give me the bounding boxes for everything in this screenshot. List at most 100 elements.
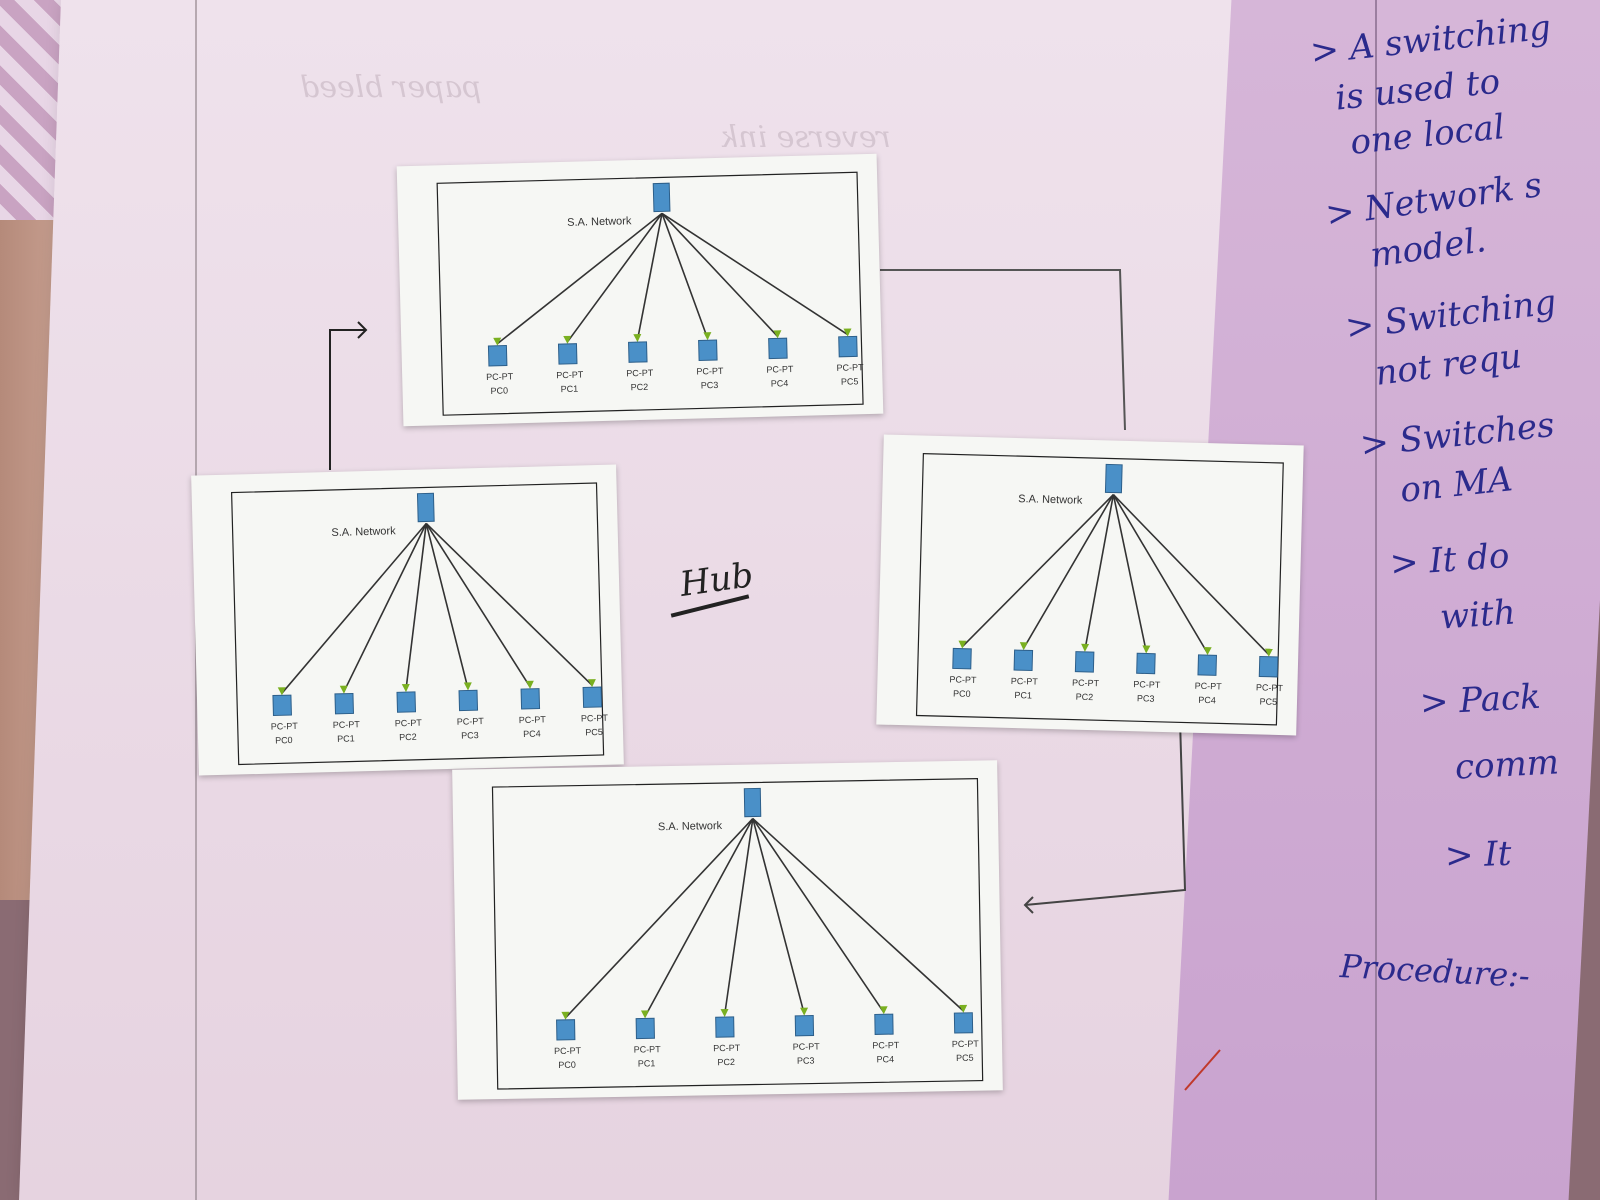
pc-type-label: PC-PT	[1195, 681, 1223, 692]
link-status-icon	[640, 1010, 649, 1019]
pc-name-label: PC3	[701, 380, 719, 390]
pc-icon	[794, 1015, 815, 1037]
link-status-icon	[773, 330, 782, 339]
network-diagram: S.A. NetworkPC-PTPC0PC-PTPC1PC-PTPC2PC-P…	[491, 778, 984, 1090]
link-cable	[564, 817, 754, 1019]
link-cable	[425, 523, 531, 688]
link-cable	[723, 818, 754, 1016]
link-status-icon	[463, 682, 472, 691]
link-status-icon	[800, 1007, 809, 1016]
pc-icon	[458, 689, 479, 712]
pc-icon	[582, 686, 603, 708]
link-cable	[661, 213, 709, 339]
pc-icon	[952, 647, 972, 670]
pc-name-label: PC5	[1259, 696, 1277, 706]
link-cable	[1112, 494, 1148, 652]
pc-name-label: PC2	[399, 732, 417, 742]
pc-icon	[874, 1013, 894, 1035]
diagram-frame	[230, 482, 605, 766]
pc-icon	[334, 692, 354, 715]
pc-type-label: PC-PT	[1011, 676, 1039, 687]
pc-name-label: PC5	[841, 376, 859, 386]
link-cable	[1022, 494, 1115, 649]
link-cable	[1112, 494, 1209, 654]
link-status-icon	[879, 1006, 888, 1015]
link-status-icon	[1142, 645, 1151, 654]
pc-icon	[396, 691, 417, 713]
pc-name-label: PC0	[953, 688, 971, 698]
network-label: S.A. Network	[658, 820, 723, 833]
link-status-icon	[1203, 646, 1212, 656]
arrow-icon	[1023, 896, 1034, 914]
pc-type-label: PC-PT	[793, 1041, 821, 1051]
pc-type-label: PC-PT	[836, 362, 864, 373]
link-cable	[661, 212, 849, 336]
arrow-icon	[880, 269, 1126, 431]
pc-type-label: PC-PT	[949, 674, 977, 685]
pc-icon	[1074, 651, 1095, 673]
network-diagram: S.A. NetworkPC-PTPC0PC-PTPC1PC-PTPC2PC-P…	[230, 482, 609, 766]
pc-name-label: PC3	[1137, 693, 1155, 703]
link-cable	[405, 523, 428, 691]
pc-type-label: PC-PT	[333, 719, 361, 730]
note-line: > Pack	[1419, 676, 1542, 724]
pc-name-label: PC0	[558, 1060, 576, 1070]
link-status-icon	[339, 685, 348, 694]
link-status-icon	[1264, 648, 1273, 657]
link-status-icon	[401, 683, 410, 693]
pc-icon	[768, 337, 788, 360]
pc-icon	[715, 1016, 735, 1038]
switch-icon	[416, 492, 435, 523]
pc-name-label: PC1	[1014, 690, 1032, 700]
pc-icon	[698, 339, 718, 361]
pc-type-label: PC-PT	[519, 714, 547, 725]
pc-name-label: PC3	[797, 1056, 815, 1066]
right-page-margin-line	[1375, 0, 1377, 1200]
pc-type-label: PC-PT	[271, 721, 299, 732]
switch-icon	[743, 787, 762, 818]
pc-icon	[838, 335, 858, 358]
pc-icon	[556, 1019, 576, 1041]
link-cable	[1084, 494, 1115, 651]
link-status-icon	[561, 1011, 570, 1020]
pc-name-label: PC2	[631, 382, 649, 392]
link-cable	[281, 522, 427, 694]
pc-name-label: PC5	[956, 1053, 974, 1063]
link-cable	[566, 212, 663, 343]
link-cable	[752, 818, 885, 1013]
link-cable	[425, 522, 593, 686]
pc-type-label: PC-PT	[1072, 678, 1100, 689]
link-status-icon	[633, 333, 642, 343]
network-label: S.A. Network	[1018, 493, 1083, 507]
link-status-icon	[720, 1008, 729, 1018]
link-cable	[661, 212, 779, 337]
diagram-frame	[491, 778, 984, 1090]
link-status-icon	[587, 679, 596, 688]
link-status-icon	[277, 687, 286, 696]
pc-name-label: PC1	[561, 384, 579, 394]
pc-type-label: PC-PT	[952, 1039, 980, 1049]
link-cable	[496, 212, 663, 345]
pc-icon	[487, 345, 508, 367]
arrow-icon	[1024, 719, 1187, 906]
pc-type-label: PC-PT	[556, 370, 584, 381]
link-status-icon	[1019, 642, 1028, 651]
link-status-icon	[959, 1004, 968, 1013]
pc-icon	[1013, 649, 1034, 672]
pc-name-label: PC3	[461, 730, 479, 740]
pc-icon	[1258, 655, 1279, 678]
pc-icon	[557, 343, 578, 365]
network-label: S.A. Network	[331, 525, 396, 539]
link-cable	[644, 818, 754, 1017]
link-cable	[1112, 494, 1270, 656]
link-status-icon	[703, 332, 712, 341]
pc-name-label: PC4	[876, 1054, 894, 1064]
switch-icon	[652, 182, 671, 213]
pc-type-label: PC-PT	[872, 1040, 900, 1050]
pc-name-label: PC2	[1076, 692, 1094, 702]
link-status-icon	[1081, 643, 1090, 652]
pc-type-label: PC-PT	[766, 364, 794, 375]
